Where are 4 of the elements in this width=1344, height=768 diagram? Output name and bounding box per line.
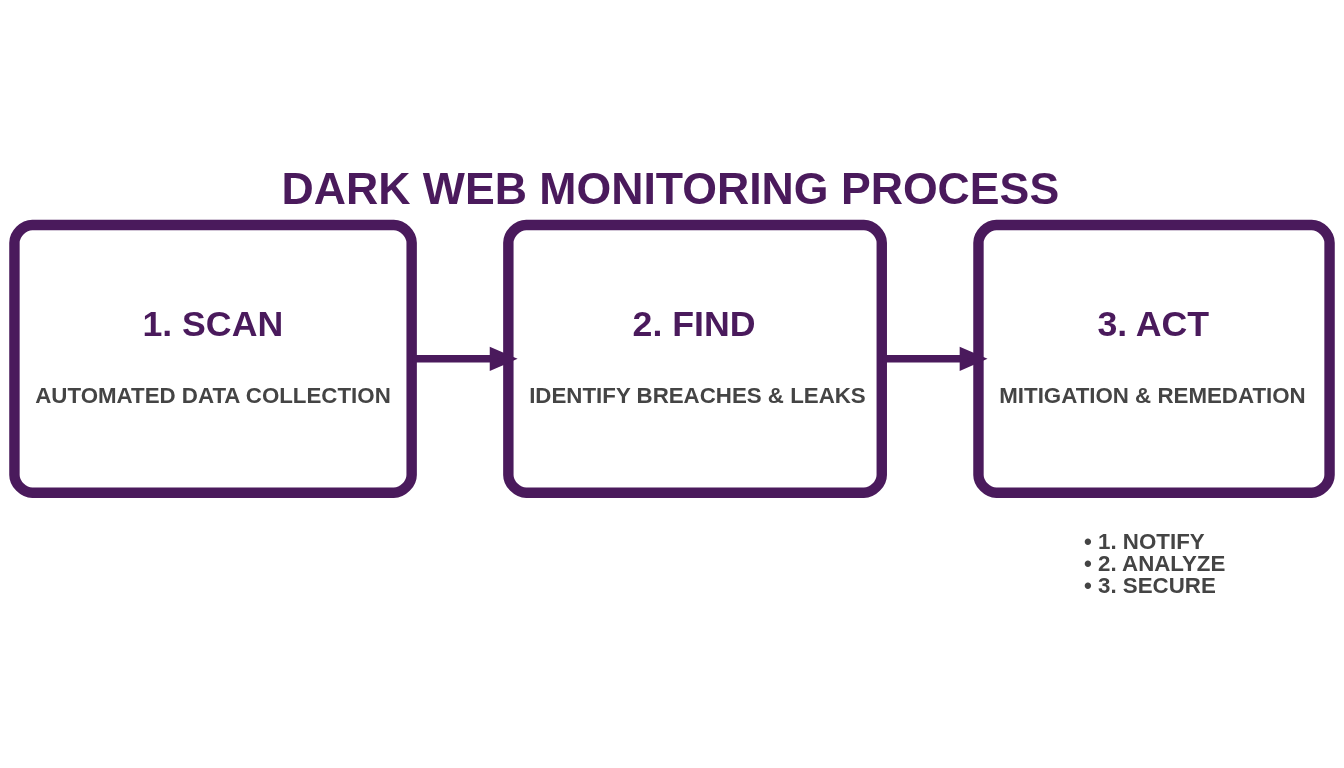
- node-box: 1. SCAN AUTOMATED DATA COLLECTION: [9, 219, 417, 498]
- node-box: 3. ACT MITIGATION & REMEDATION: [973, 219, 1335, 498]
- node-box: 2. FIND IDENTIFY BREACHES & LEAKS: [503, 219, 887, 498]
- diagram-title: DARK WEB MONITORING PROCESS: [281, 163, 1060, 213]
